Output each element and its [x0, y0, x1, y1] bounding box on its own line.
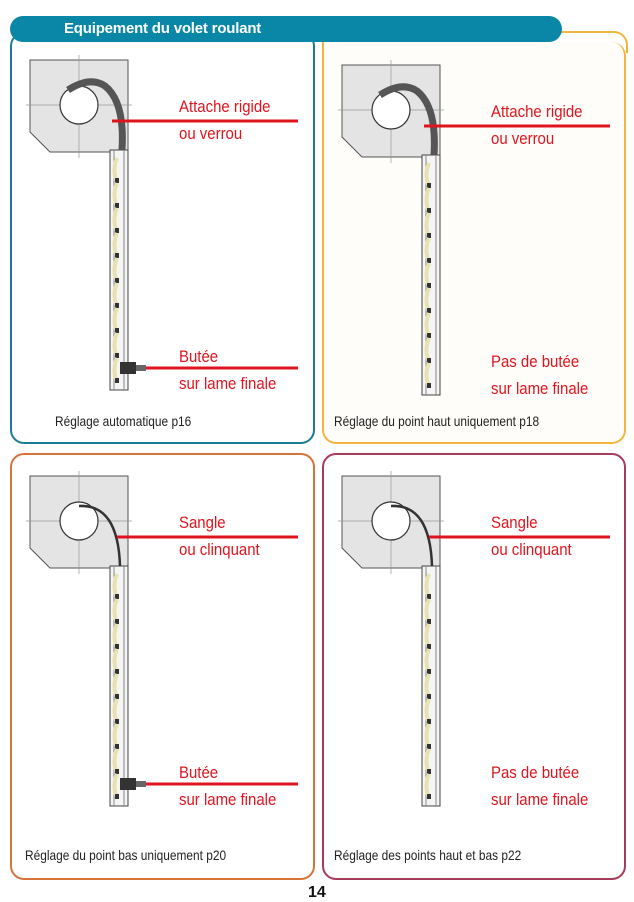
bottom-label: Butée [179, 347, 219, 366]
bottom-label: Pas de butée [491, 763, 580, 782]
page-number: 14 [308, 884, 326, 901]
panel-caption: Réglage du point bas uniquement p20 [25, 847, 227, 863]
panel-caption: Réglage des points haut et bas p22 [334, 847, 522, 863]
bottom-label: sur lame finale [491, 790, 589, 809]
top-label: Sangle [179, 513, 226, 532]
top-label: Sangle [491, 513, 538, 532]
panel-caption: Réglage automatique p16 [55, 413, 192, 429]
panel-caption: Réglage du point haut uniquement p18 [334, 413, 540, 429]
top-label: Attache rigide [179, 97, 271, 116]
bottom-label: Butée [179, 763, 219, 782]
bottom-label: Pas de butée [491, 352, 580, 371]
bottom-label: sur lame finale [179, 790, 277, 809]
bottom-label: sur lame finale [491, 379, 589, 398]
top-label: Attache rigide [491, 102, 583, 121]
top-label: ou clinquant [491, 540, 572, 559]
bottom-label: sur lame finale [179, 374, 277, 393]
top-label: ou verrou [491, 129, 555, 148]
section-header: Equipement du volet roulant [10, 16, 562, 42]
panel-high-point-top-border [540, 31, 628, 53]
top-label: ou clinquant [179, 540, 260, 559]
top-label: ou verrou [179, 124, 243, 143]
